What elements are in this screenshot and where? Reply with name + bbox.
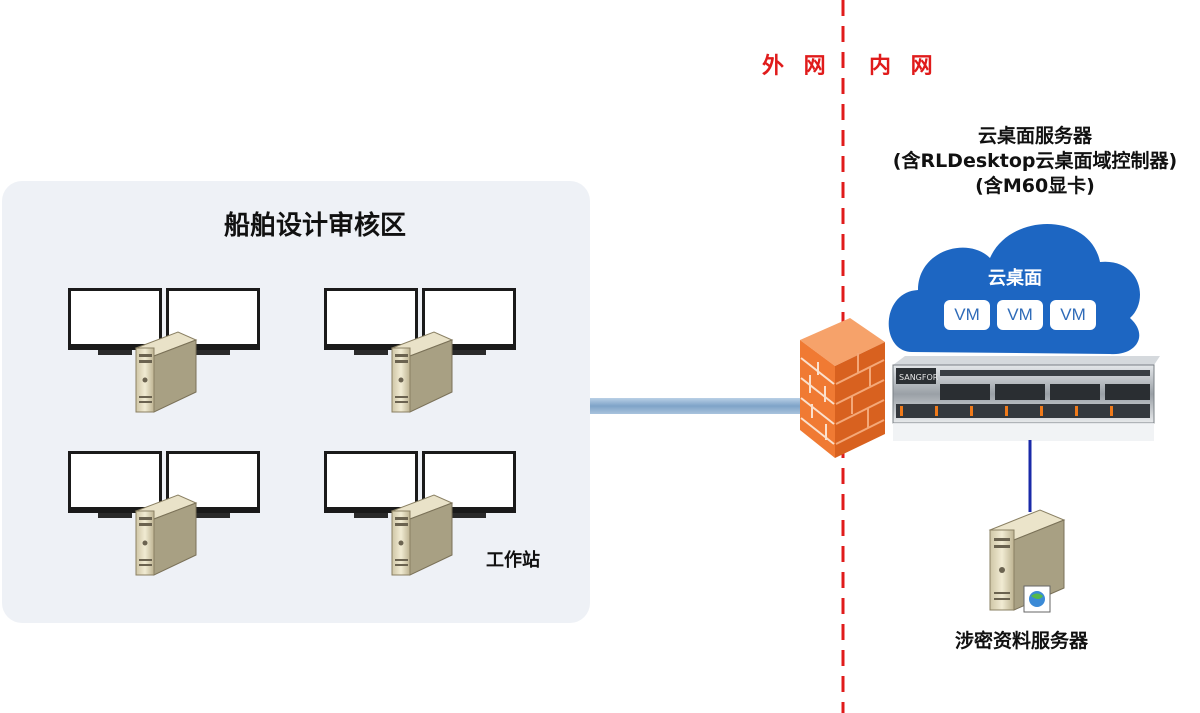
firewall-icon: [800, 318, 885, 458]
workstation-2: [323, 287, 517, 413]
cloud-server-title-line2: (含RLDesktop云桌面域控制器): [892, 150, 1178, 172]
region-title: 船舶设计审核区: [223, 211, 406, 241]
classified-server-icon: [988, 509, 1066, 613]
cloud-desktop-label: 云桌面: [988, 268, 1042, 289]
outer-network-label: 外 网: [762, 54, 832, 79]
workstation-label: 工作站: [486, 550, 540, 571]
vm-badge-2: VM: [997, 300, 1043, 330]
workstation-3: [67, 450, 261, 576]
ship-design-review-region: [2, 181, 590, 623]
workstation-4: [323, 450, 517, 576]
inner-network-label: 内 网: [869, 54, 939, 79]
cloud-server-title: 云桌面服务器 (含RLDesktop云桌面域控制器) (含M60显卡): [870, 124, 1200, 199]
network-link: [590, 398, 815, 414]
classified-server-label: 涉密资料服务器: [955, 630, 1089, 652]
vm-badge-3: VM: [1050, 300, 1096, 330]
cloud-server-title-line3: (含M60显卡): [975, 175, 1095, 197]
rack-server-icon: SANGFOR: [892, 356, 1160, 441]
cloud-server-title-line1: 云桌面服务器: [977, 125, 1092, 147]
vm-badge-1: VM: [944, 300, 990, 330]
workstation-1: [67, 287, 261, 413]
server-brand: SANGFOR: [899, 373, 939, 382]
